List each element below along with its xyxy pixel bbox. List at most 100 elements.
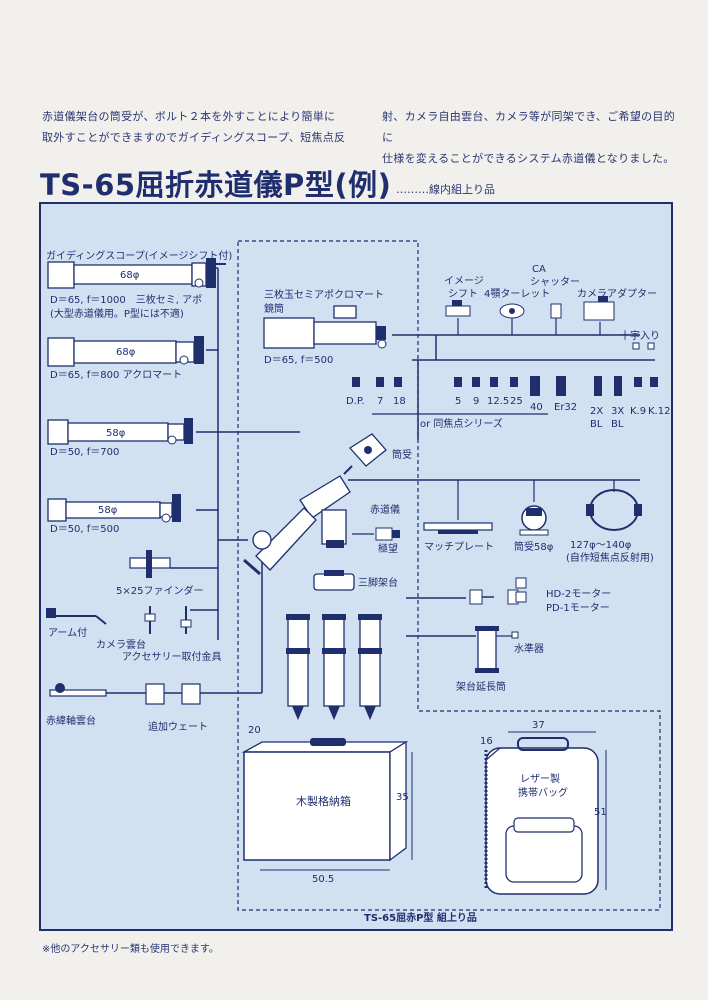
tripod-head-label: 三脚架台 (358, 576, 398, 589)
series-label: or 同焦点シリーズ (420, 417, 503, 430)
eyepiece-icon (472, 377, 480, 387)
eyepiece-icon (556, 376, 566, 396)
eyepiece-label: 3X (611, 406, 624, 417)
extension-drawing (475, 626, 519, 673)
scope-700-drawing (47, 418, 193, 445)
assembled-set-boundary (237, 240, 661, 911)
main-scope-label: 三枚玉セミアポクロマート (264, 288, 384, 301)
eyepiece-row (352, 376, 658, 396)
holder58-label: 筒受58φ (514, 540, 554, 553)
camera-mount-drawing (144, 606, 192, 634)
eyepiece-label: Er32 (554, 402, 577, 413)
motor-hd2-label: HD-2モーター (546, 588, 611, 600)
level-label: 水準器 (514, 642, 544, 655)
weight-drawing (145, 683, 201, 705)
main-scope-drawing (263, 305, 387, 349)
scope-800-tube-size: 68φ (116, 347, 136, 358)
eyepiece-label: 18 (393, 396, 406, 407)
footnote: ※他のアクセサリー類も使用できます。 (42, 944, 219, 955)
eyepiece-icon (614, 376, 622, 396)
assembled-caption: TS-65屈赤P型 組上り品 (364, 911, 477, 924)
tripod-legs-drawing (286, 614, 382, 720)
eyepiece-label: K.12 (648, 406, 670, 417)
scope-800-drawing (47, 336, 204, 367)
scope-700-tube-size: 58φ (106, 428, 126, 439)
eyepiece-label: K.9 (630, 406, 646, 417)
crosshair-label: 十字入り (620, 329, 660, 342)
main-scope-spec: D＝65, f＝500 (264, 355, 333, 366)
intro-left-paragraph: 赤道儀架台の筒受が、ボルト２本を外すことにより簡単に 取外すことができますのでガ… (42, 106, 360, 148)
mount-label: 赤道儀 (370, 503, 400, 516)
eyepiece-icon (376, 377, 384, 387)
crosshair-icon (632, 342, 640, 350)
weight-label: 追加ウェート (148, 720, 208, 733)
bag-label: レザー製 (520, 772, 560, 785)
accessory-icons (445, 296, 615, 321)
guide-scope-header: ガイディングスコープ(イメージシフト付) (46, 249, 232, 262)
arm-label: アーム付 (48, 626, 87, 639)
eyepiece-icon (394, 377, 402, 387)
eyepiece-icon (454, 377, 462, 387)
finder-label: 5×25ファインダー (116, 584, 203, 597)
eyepiece-label: D.P. (346, 396, 365, 407)
eyepiece-label: 5 (455, 396, 461, 407)
wood-case-label: 木製格納箱 (296, 794, 351, 808)
eyepiece-icon (352, 377, 360, 387)
tripod-head-drawing (313, 570, 355, 591)
camera-adapter-label: カメラアダプター (577, 287, 657, 300)
eyepiece-icon (490, 377, 498, 387)
image-shift-label2: シフト (448, 289, 478, 300)
scope-800-spec: D＝65, f＝800 アクロマート (50, 369, 182, 381)
bag-depth: 16 (480, 736, 493, 747)
eyepiece-label: 40 (530, 402, 543, 413)
scope-500-drawing (47, 494, 181, 523)
guide-scope-note: (大型赤道儀用。P型には不適) (50, 307, 184, 320)
polar-scope-label: 極望 (378, 542, 398, 555)
bag-height: 51 (594, 807, 607, 818)
camera-mount-label: カメラ雲台 (96, 638, 146, 651)
match-plate-label: マッチプレート (424, 541, 494, 553)
scope-500-tube-size: 58φ (98, 505, 118, 516)
holder58-drawing (519, 505, 549, 536)
bag-label2: 携帯バッグ (518, 786, 568, 799)
turret-label: 4顎ターレット (484, 288, 550, 300)
shutter-label2: シャッター (530, 276, 580, 288)
eyepiece-icon (530, 376, 540, 396)
guide-scope-drawing (47, 258, 226, 289)
holder-label: 筒受 (392, 448, 412, 461)
eyepiece-label: 9 (473, 396, 479, 407)
reflector-ring-drawing (586, 489, 642, 531)
intro-line: 取外すことができますのでガイディングスコープ、短焦点反 (42, 131, 346, 144)
finder-drawing (129, 550, 171, 578)
extension-label: 架台延長筒 (456, 680, 506, 693)
intro-right-paragraph: 射、カメラ自由雲台、カメラ等が同架でき、ご希望の目的に 仕様を変えることができる… (382, 106, 682, 169)
left-vertical-bus (170, 267, 300, 640)
bag-width: 37 (532, 720, 545, 731)
eyepiece-icon (634, 377, 642, 387)
match-plate-drawing (423, 522, 493, 534)
scope-700-spec: D＝50, f＝700 (50, 447, 119, 458)
barlow-label: BL (590, 419, 603, 430)
crosshair-icon-2 (647, 342, 655, 350)
image-shift-label: イメージ (444, 276, 484, 287)
arm-drawing (46, 608, 107, 625)
eyepiece-label: 12.5 (487, 396, 509, 407)
scope-500-spec: D＝50, f＝500 (50, 524, 119, 535)
eyepiece-icon (594, 376, 602, 396)
shutter-label: CA (532, 264, 546, 275)
intro-line: 赤道儀架台の筒受が、ボルト２本を外すことにより簡単に (42, 110, 336, 123)
ra-head-label: 赤緯軸雲台 (46, 714, 96, 727)
ra-head-drawing (49, 683, 120, 697)
wood-case-height: 35 (396, 792, 409, 803)
legend-note: ………線内組上り品 (396, 183, 495, 196)
reflector-ring-size: 127φ～140φ (570, 540, 632, 551)
motor-pd1-label: PD-1モーター (546, 602, 610, 614)
eyepiece-icon (650, 377, 658, 387)
page-title: TS-65屈折赤道儀P型(例) (40, 168, 392, 202)
reflector-ring-note: (自作短焦点反射用) (566, 551, 654, 564)
intro-line: 射、カメラ自由雲台、カメラ等が同架でき、ご希望の目的に (382, 110, 676, 144)
holder-drawing (343, 433, 387, 475)
guide-scope-tube-size: 68φ (120, 270, 140, 281)
